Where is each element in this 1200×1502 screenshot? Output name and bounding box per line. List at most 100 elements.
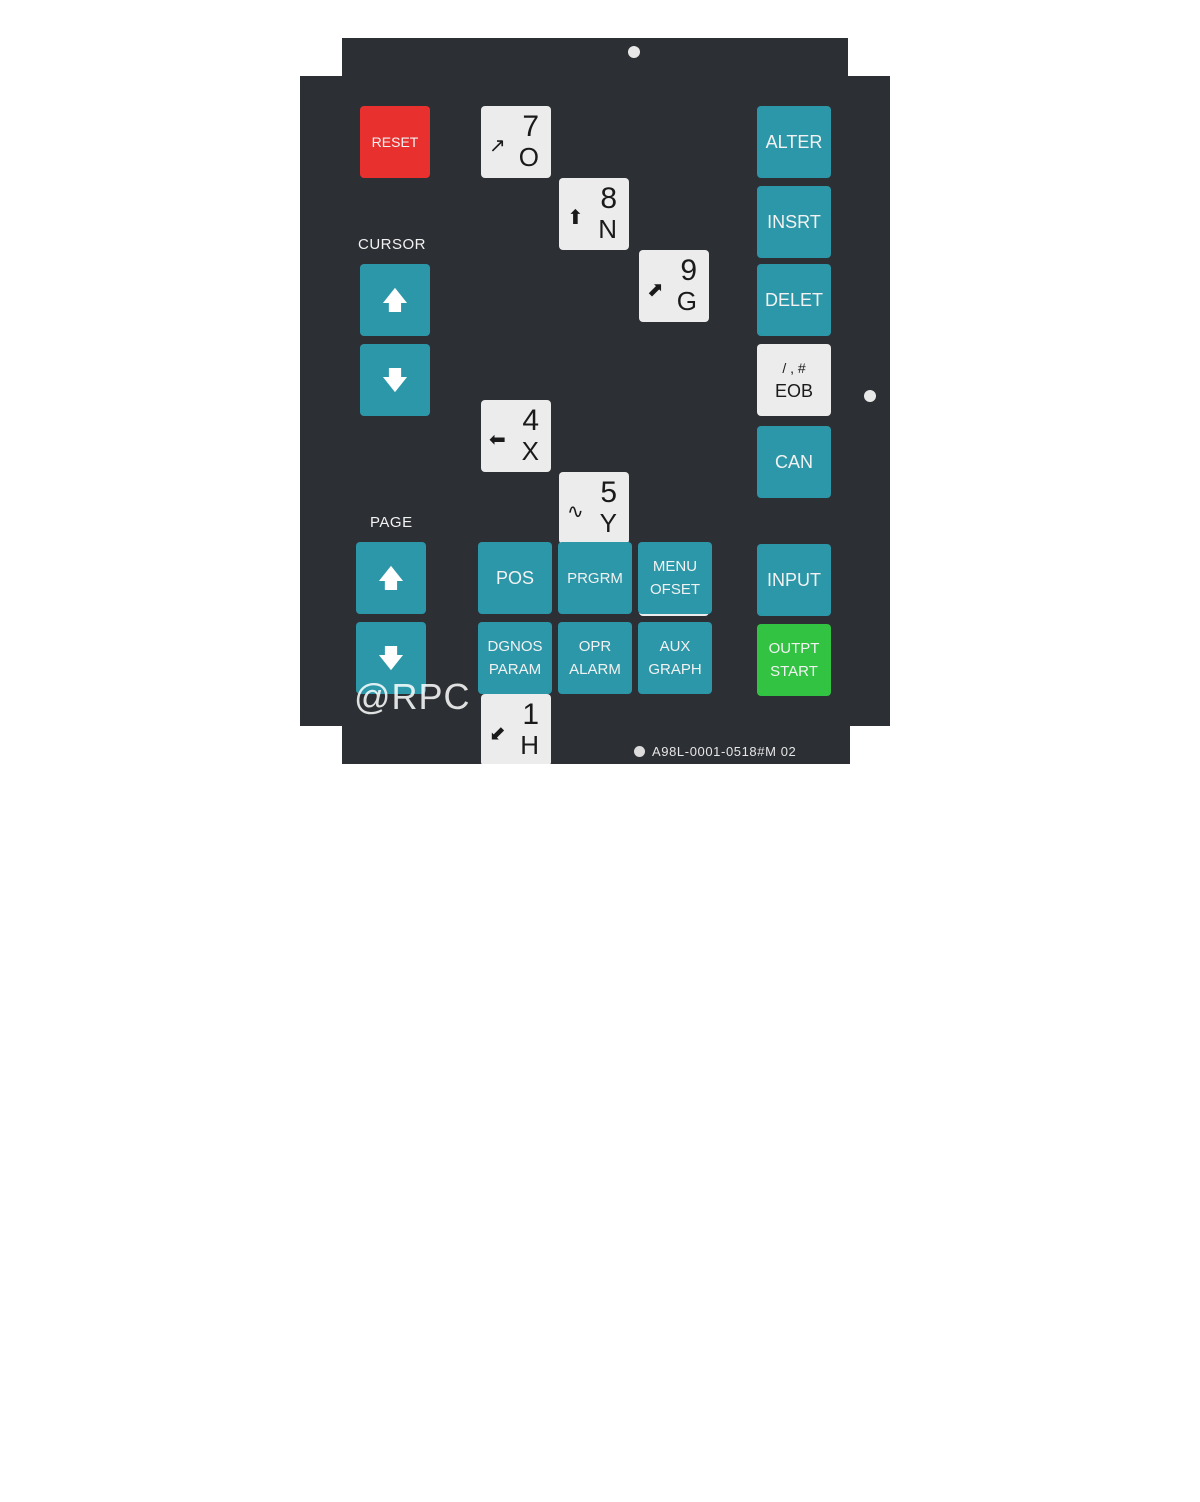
key-5-y[interactable]: ∿ 5 Y xyxy=(559,472,629,544)
up-arrow-icon: 🡅 xyxy=(381,285,409,315)
key-minus-m[interactable]: — M xyxy=(481,990,551,1062)
fourth-axis-suffix: TH xyxy=(531,1323,545,1334)
opr-alarm-button[interactable]: OPR ALARM xyxy=(558,622,632,694)
part-number: A98L-0001-0518#M 02 xyxy=(652,744,797,759)
curve-up-right-arrow-icon: ↗ xyxy=(647,867,664,889)
symbol-label: Ø xyxy=(589,1066,607,1091)
eob-label: EOB xyxy=(774,381,813,401)
letter-label: H xyxy=(520,730,539,760)
letter-label: Y xyxy=(599,508,617,538)
key-3-r[interactable]: ↗ 3 R xyxy=(639,838,709,910)
up-arrow-icon: ⬆ xyxy=(567,207,584,229)
can-label: CAN xyxy=(774,451,813,472)
delet-button[interactable]: DELET xyxy=(757,264,831,336)
prgrm-button[interactable]: PRGRM xyxy=(558,542,632,614)
key-2-f[interactable]: ⬇ 2 F xyxy=(559,766,629,838)
watermark: @RPC xyxy=(354,676,471,717)
alter-button[interactable]: ALTER xyxy=(757,106,831,178)
letter-mid: J xyxy=(608,1384,617,1404)
key-zero-s[interactable]: Ø S xyxy=(559,1062,629,1134)
key-1-h[interactable]: ⬋ 1 H xyxy=(481,694,551,764)
page-label: PAGE xyxy=(370,514,413,531)
insrt-button[interactable]: INSRT xyxy=(757,186,831,258)
right-arrow-icon: ⟶ xyxy=(569,1383,598,1405)
letter-top: K xyxy=(604,1365,617,1385)
delet-label: DELET xyxy=(764,289,824,310)
key-k-j-i[interactable]: ⟶ K J I xyxy=(559,1358,629,1430)
letter-label: F xyxy=(601,802,617,832)
letter-bottom: I xyxy=(611,1403,617,1423)
letter-label: M xyxy=(517,1026,539,1056)
letter-label: G xyxy=(676,286,697,316)
page-down-button[interactable]: 🡇 xyxy=(356,622,426,694)
up-arrow-icon: 🡅 xyxy=(377,563,405,593)
letter-label: N xyxy=(598,214,617,244)
input-label: INPUT xyxy=(767,569,821,590)
digit-label: 4 xyxy=(522,404,539,437)
key-9-g[interactable]: ⬈ 9 G xyxy=(639,250,709,322)
menu-ofset-button[interactable]: MENU OFSET xyxy=(638,542,712,614)
eob-button[interactable]: / , # EOB xyxy=(757,344,831,416)
digit-label: 9 xyxy=(680,254,697,287)
output-start-button[interactable]: OUTPT START xyxy=(757,624,831,696)
mount-hole-right xyxy=(864,390,876,402)
alarm-label: ALARM xyxy=(569,661,621,678)
dgnos-param-button[interactable]: DGNOS PARAM xyxy=(478,622,552,694)
key-no-l-q-p[interactable]: No. L Q P xyxy=(639,1430,709,1502)
keypad-panel: RESET CURSOR 🡅 🡇 PAGE 🡅 🡇 ↗ 7 O ⬆ 8 N ⬈ … xyxy=(300,38,890,764)
diagonal-up-right-arrow-icon: ⬈ xyxy=(647,279,664,301)
graph-label: GRAPH xyxy=(648,661,702,678)
page-up-button[interactable]: 🡅 xyxy=(356,542,426,614)
aux-label: AUX xyxy=(659,638,691,655)
cursor-up-button[interactable]: 🡅 xyxy=(360,264,430,336)
input-button[interactable]: INPUT xyxy=(757,544,831,616)
letter-label: S xyxy=(599,1098,617,1128)
letter-label: O xyxy=(518,142,539,172)
left-arrow-icon: ⬅ xyxy=(489,429,506,451)
digit-label: 7 xyxy=(522,110,539,143)
can-button[interactable]: CAN xyxy=(757,426,831,498)
prgrm-label: PRGRM xyxy=(567,569,623,587)
digit-label: 3 xyxy=(680,842,697,875)
start-label: START xyxy=(770,663,818,680)
outpt-label: OUTPT xyxy=(768,640,820,657)
down-arrow-icon: 🡇 xyxy=(377,643,405,673)
pos-label: POS xyxy=(495,567,534,588)
diagonal-down-left-arrow-icon: ⬋ xyxy=(489,723,506,745)
letter-top: D xyxy=(526,1293,539,1313)
letter-top: L xyxy=(686,1437,697,1457)
letter-label: X xyxy=(521,436,539,466)
dgnos-label: DGNOS xyxy=(487,638,543,655)
down-arrow-icon: 🡇 xyxy=(381,365,409,395)
param-label: PARAM xyxy=(488,661,542,678)
key-8-n[interactable]: ⬆ 8 N xyxy=(559,178,629,250)
cursor-down-button[interactable]: 🡇 xyxy=(360,344,430,416)
key-4th-d-b[interactable]: ⟵ 4 TH D B xyxy=(481,1286,551,1358)
fourth-axis-label: 4 xyxy=(521,1314,530,1331)
key-7-o[interactable]: ↗ 7 O xyxy=(481,106,551,178)
wave-icon: ∿ xyxy=(567,501,584,523)
ofset-label: OFSET xyxy=(649,581,700,598)
eob-symbols-label: / , # xyxy=(782,360,806,376)
letter-mid: Q xyxy=(682,1456,697,1476)
letter-bottom: B xyxy=(526,1331,539,1351)
letter-label: T xyxy=(681,1170,697,1200)
curve-up-right-arrow-icon: ↗ xyxy=(489,135,506,157)
menu-label: MENU xyxy=(652,558,698,575)
letter-label: R xyxy=(678,874,697,904)
opr-label: OPR xyxy=(578,638,612,655)
letter-bottom: P xyxy=(684,1475,697,1495)
cursor-label: CURSOR xyxy=(358,236,427,253)
pos-button[interactable]: POS xyxy=(478,542,552,614)
aux-graph-button[interactable]: AUX GRAPH xyxy=(638,622,712,694)
alter-label: ALTER xyxy=(765,131,823,152)
key-dot-t[interactable]: · T xyxy=(639,1134,709,1206)
reset-button[interactable]: RESET xyxy=(360,106,430,178)
reset-label: RESET xyxy=(371,133,419,150)
digit-label: 5 xyxy=(600,476,617,509)
insrt-label: INSRT xyxy=(767,211,821,232)
down-arrow-icon: ⬇ xyxy=(567,795,584,817)
left-arrow-icon: ⟵ xyxy=(489,1311,518,1333)
key-4-x[interactable]: ⬅ 4 X xyxy=(481,400,551,472)
digit-label: 1 xyxy=(522,698,539,731)
